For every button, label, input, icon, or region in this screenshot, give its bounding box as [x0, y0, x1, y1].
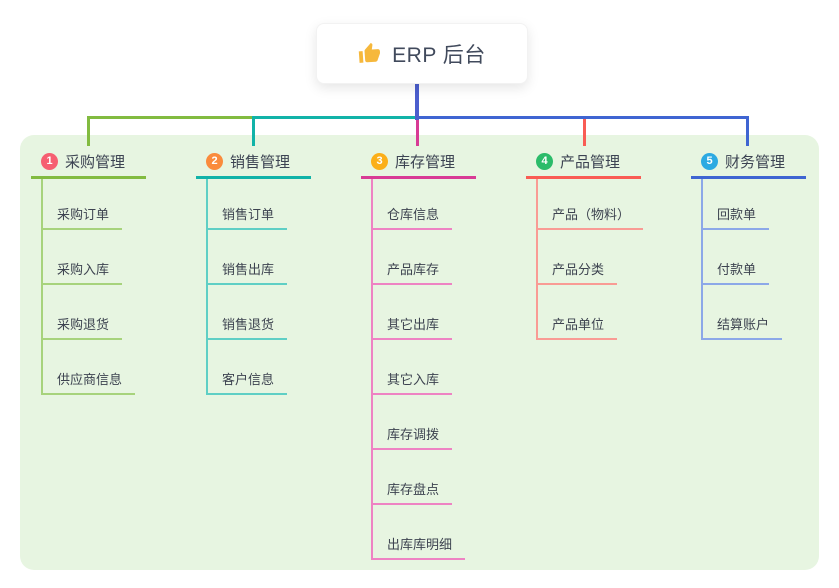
child-node[interactable]: 销售退货	[206, 312, 288, 340]
connector-line	[87, 116, 90, 146]
child-node[interactable]: 库存盘点	[371, 477, 453, 505]
root-topic[interactable]: ERP 后台	[316, 23, 528, 84]
branch-number-badge: 2	[206, 152, 223, 170]
branch-number-badge: 3	[371, 152, 388, 170]
child-node[interactable]: 供应商信息	[41, 367, 136, 395]
child-node[interactable]: 其它出库	[371, 312, 453, 340]
branch-topic-1[interactable]: 1 采购管理	[31, 146, 146, 179]
child-node[interactable]: 销售订单	[206, 202, 288, 230]
child-node[interactable]: 产品库存	[371, 257, 453, 285]
branch-topic-label: 财务管理	[725, 153, 786, 171]
branch-topic-4[interactable]: 4 产品管理	[526, 146, 641, 179]
connector-line	[746, 116, 749, 146]
child-node[interactable]: 其它入库	[371, 367, 453, 395]
connector-line	[417, 116, 749, 119]
child-node[interactable]: 出库库明细	[371, 532, 466, 560]
branch-topic-2[interactable]: 2 销售管理	[196, 146, 311, 179]
connector-line	[87, 116, 254, 119]
branch-topic-label: 销售管理	[230, 153, 291, 171]
child-node[interactable]: 销售出库	[206, 257, 288, 285]
child-node[interactable]: 采购入库	[41, 257, 123, 285]
connector-line	[371, 177, 373, 560]
root-title: ERP 后台	[392, 43, 486, 67]
child-node[interactable]: 库存调拨	[371, 422, 453, 450]
connector-line	[41, 177, 43, 395]
connector-line	[583, 119, 586, 146]
connector-line	[252, 116, 419, 119]
branch-topic-label: 产品管理	[560, 153, 621, 171]
branch-topic-label: 采购管理	[65, 153, 126, 171]
connector-line	[415, 82, 419, 120]
branch-topic-label: 库存管理	[395, 153, 456, 171]
child-node[interactable]: 仓库信息	[371, 202, 453, 230]
connector-line	[206, 177, 208, 395]
child-node[interactable]: 产品单位	[536, 312, 618, 340]
connector-line	[252, 116, 255, 146]
connector-line	[701, 177, 703, 340]
child-node[interactable]: 产品（物料）	[536, 202, 644, 230]
child-node[interactable]: 采购订单	[41, 202, 123, 230]
branch-topic-5[interactable]: 5 财务管理	[691, 146, 806, 179]
branch-number-badge: 4	[536, 152, 553, 170]
branch-number-badge: 5	[701, 152, 718, 170]
connector-line	[416, 119, 419, 146]
thumbs-up-icon	[358, 42, 381, 63]
child-node[interactable]: 付款单	[701, 257, 770, 285]
child-node[interactable]: 产品分类	[536, 257, 618, 285]
child-node[interactable]: 结算账户	[701, 312, 783, 340]
connector-line	[536, 177, 538, 340]
child-node[interactable]: 回款单	[701, 202, 770, 230]
child-node[interactable]: 客户信息	[206, 367, 288, 395]
branch-number-badge: 1	[41, 152, 58, 170]
child-node[interactable]: 采购退货	[41, 312, 123, 340]
branch-topic-3[interactable]: 3 库存管理	[361, 146, 476, 179]
branches-panel	[20, 135, 819, 570]
